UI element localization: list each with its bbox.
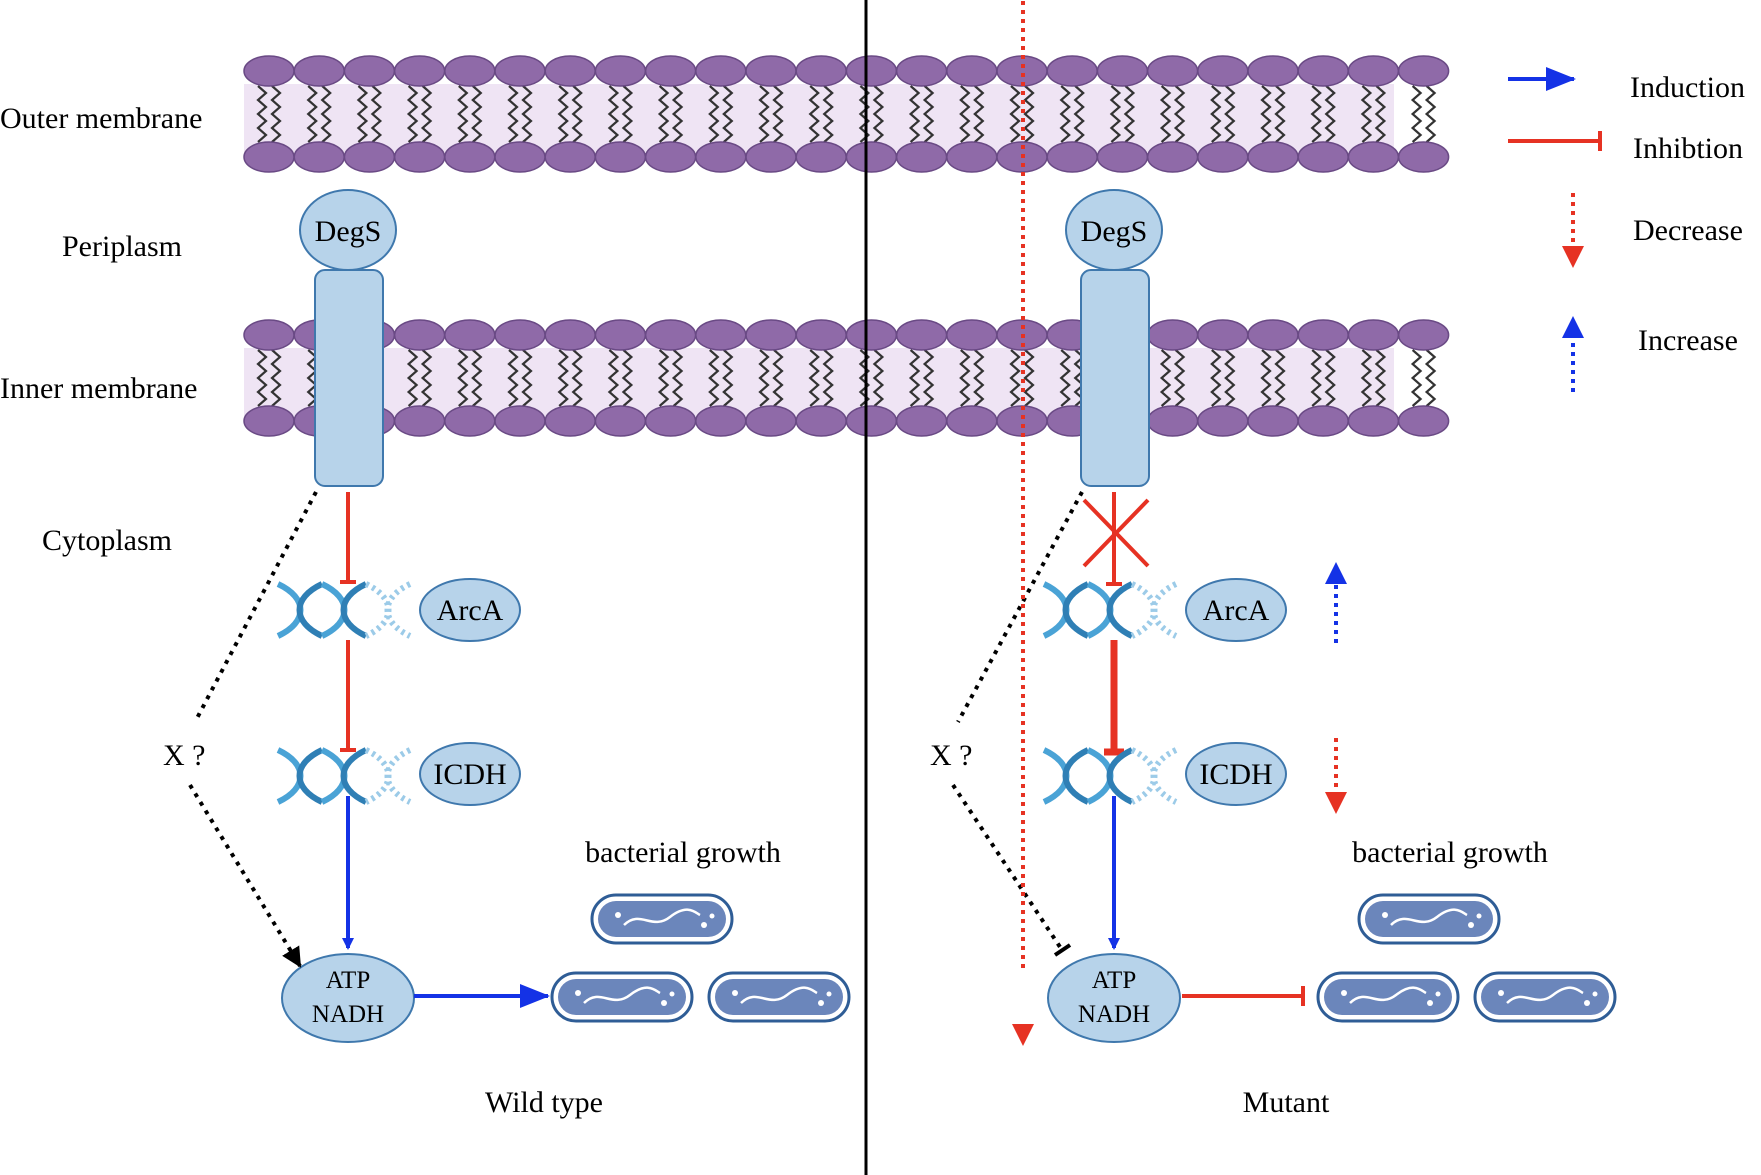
dna-icon [1042,747,1178,805]
inner-membrane [243,319,1450,437]
inhibition-arca-icdh [340,640,356,752]
inhibition-atp-growth [1182,986,1305,1006]
bacterium-icon [707,971,851,1023]
bacterium-icon [1316,971,1460,1023]
arca-label: ArcA [1203,594,1270,627]
legend-decrease-label: Decrease [1633,214,1743,247]
blocked-x-icon [1082,498,1150,568]
arca-gene: ArcA [1042,578,1287,642]
growth-label: bacterial growth [1352,836,1548,869]
bacterium-icon [550,971,694,1023]
icdh-decrease-indicator [1325,738,1347,814]
unknown-factor-label: X ? [930,739,972,772]
unknown-factor-path: X ? [930,491,1084,957]
inner-membrane-label: Inner membrane [0,372,197,405]
inhibition-arca-icdh [1104,640,1124,756]
arca-increase-indicator [1325,562,1347,643]
outer-membrane [243,55,1450,173]
legend: Induction Inhibtion Decrease Increase [1508,67,1745,392]
blocked-inhibition-degs-arca [1082,492,1150,586]
atp-label: ATP [1092,967,1136,994]
periplasm-label: Periplasm [62,230,182,263]
icdh-gene: ICDH [276,742,521,806]
unknown-factor-label: X ? [163,739,205,772]
wild-type-panel: DegS ArcA ICDH ATP NAD [163,189,851,1119]
mutant-panel: DegS ArcA ICDH A [930,0,1617,1119]
dna-icon [276,581,412,639]
bacterium-icon [590,893,734,945]
bacterium-icon [1357,893,1501,945]
legend-induction: Induction [1508,67,1745,104]
atp-decrease-indicator [1012,0,1034,1046]
mutant-caption: Mutant [1243,1086,1330,1119]
atp-nadh-node: ATP NADH [281,953,415,1043]
icdh-label: ICDH [433,758,506,791]
bacterium-icon [1473,971,1617,1023]
degs-protein: DegS [299,189,397,487]
atp-nadh-node: ATP NADH [1047,953,1181,1043]
wild-type-caption: Wild type [485,1086,603,1119]
unknown-factor-path: X ? [163,491,318,968]
nadh-label: NADH [1078,1001,1150,1028]
legend-inhibition-label: Inhibtion [1633,132,1743,165]
outer-membrane-label: Outer membrane [0,102,202,135]
legend-increase: Increase [1562,316,1738,392]
degs-label: DegS [1081,215,1148,248]
legend-decrease: Decrease [1562,193,1743,268]
legend-induction-label: Induction [1630,71,1745,104]
growth-label: bacterial growth [585,836,781,869]
nadh-label: NADH [312,1001,384,1028]
inhibition-degs-arca [340,492,356,584]
icdh-label: ICDH [1199,758,1272,791]
arca-label: ArcA [437,594,504,627]
degs-label: DegS [315,215,382,248]
dna-icon [276,747,412,805]
arca-gene: ArcA [276,578,521,642]
cytoplasm-label: Cytoplasm [42,524,172,557]
icdh-gene: ICDH [1042,742,1287,806]
legend-inhibition: Inhibtion [1508,131,1743,165]
degs-protein: DegS [1065,189,1163,487]
atp-label: ATP [326,967,370,994]
dna-icon [1042,581,1178,639]
legend-increase-label: Increase [1638,324,1738,357]
